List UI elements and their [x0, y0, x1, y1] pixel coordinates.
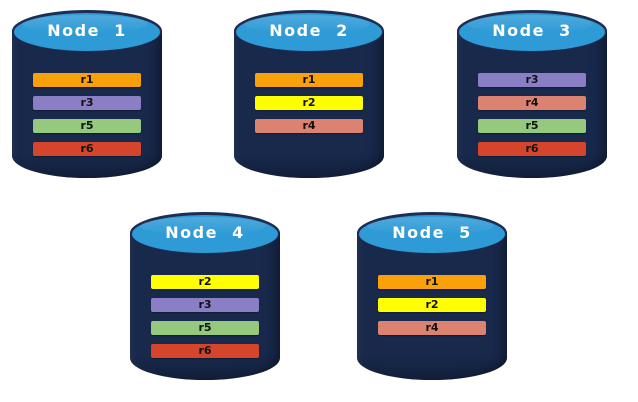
replica-bar[interactable]: r4: [378, 321, 486, 335]
replica-bar[interactable]: r6: [33, 142, 141, 156]
replica-bar[interactable]: r4: [255, 119, 363, 133]
replica-bar[interactable]: r5: [478, 119, 586, 133]
replica-list: r1 r2 r4: [378, 275, 486, 335]
replica-list: r2 r3 r5 r6: [151, 275, 259, 358]
database-node-cylinder[interactable]: Node 2 r1 r2 r4: [234, 10, 384, 188]
database-node-cylinder[interactable]: Node 3 r3 r4 r5 r6: [457, 10, 607, 188]
database-node-cylinder[interactable]: Node 1 r1 r3 r5 r6: [12, 10, 162, 188]
replica-bar[interactable]: r5: [151, 321, 259, 335]
replica-bar[interactable]: r5: [33, 119, 141, 133]
replica-bar[interactable]: r4: [478, 96, 586, 110]
cylinder-bottom-shading: [357, 354, 507, 380]
node-label: Node 4: [165, 223, 245, 242]
replica-bar[interactable]: r2: [378, 298, 486, 312]
replica-bar[interactable]: r3: [33, 96, 141, 110]
replica-bar[interactable]: r1: [378, 275, 486, 289]
node-label: Node 2: [269, 21, 349, 40]
replica-bar[interactable]: r3: [151, 298, 259, 312]
node-label: Node 3: [492, 21, 572, 40]
cylinder-top-ellipse: [236, 13, 382, 51]
replica-bar[interactable]: r6: [151, 344, 259, 358]
cylinder-top-ellipse: [132, 215, 278, 253]
replica-list: r1 r2 r4: [255, 73, 363, 133]
cylinder-bottom-shading: [234, 152, 384, 178]
cylinder-top-ellipse: [359, 215, 505, 253]
replica-bar[interactable]: r2: [255, 96, 363, 110]
replica-bar[interactable]: r2: [151, 275, 259, 289]
replica-bar[interactable]: r1: [33, 73, 141, 87]
database-node-cylinder[interactable]: Node 5 r1 r2 r4: [357, 212, 507, 390]
replica-list: r3 r4 r5 r6: [478, 73, 586, 156]
replica-bar[interactable]: r6: [478, 142, 586, 156]
cylinder-top-ellipse: [459, 13, 605, 51]
database-node-cylinder[interactable]: Node 4 r2 r3 r5 r6: [130, 212, 280, 390]
node-label: Node 1: [47, 21, 127, 40]
replica-list: r1 r3 r5 r6: [33, 73, 141, 156]
replica-bar[interactable]: r3: [478, 73, 586, 87]
node-label: Node 5: [392, 223, 472, 242]
replica-bar[interactable]: r1: [255, 73, 363, 87]
cylinder-top-ellipse: [14, 13, 160, 51]
